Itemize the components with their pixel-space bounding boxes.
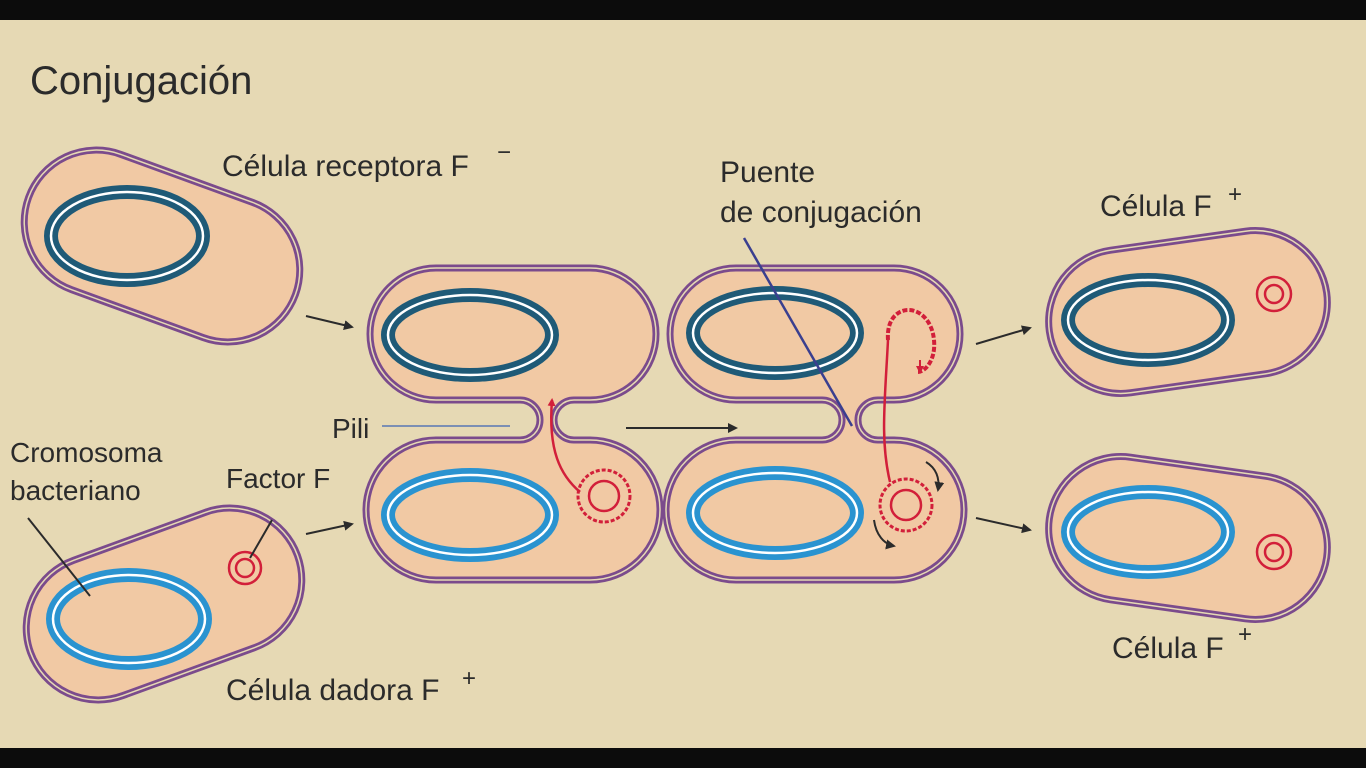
arrow-to-result-bottom: [975, 517, 1032, 534]
chromosome-label-line1: Cromosoma: [10, 437, 163, 468]
letterbox-top: [0, 0, 1366, 20]
result-top-plasmid: [1255, 275, 1293, 313]
result-top-sign: +: [1228, 181, 1242, 208]
mating-pair-1: [362, 264, 664, 584]
receptor-cell-label: Célula receptora F: [222, 150, 469, 183]
donor-plasmid: [227, 550, 263, 586]
pair2-plasmid-replication: [873, 308, 945, 550]
diagram-title: Conjugación: [30, 59, 252, 103]
pair2-donor-chromosome: [686, 466, 864, 560]
chromosome-label-line2: bacteriano: [10, 475, 141, 506]
result-cell-top: [1045, 227, 1331, 397]
arrow-to-result-top: [975, 325, 1032, 345]
bridge-label-line2: de conjugación: [720, 196, 922, 229]
mating-pair-2: [662, 264, 968, 584]
donor-cell-label: Célula dadora F: [226, 674, 439, 707]
result-bottom-label: Célula F: [1112, 632, 1224, 665]
arrow-donor-to-pair: [305, 520, 354, 535]
pili-label: Pili: [332, 413, 369, 444]
pair1-receptor-chromosome: [381, 288, 559, 382]
receptor-cell: [20, 146, 304, 346]
result-cell-bottom: [1045, 453, 1331, 623]
bridge-leader-line: [742, 237, 854, 427]
result-bottom-sign: +: [1238, 621, 1252, 648]
letterbox-bottom: [0, 748, 1366, 768]
chromosome-leader-line: [27, 517, 91, 597]
pair1-donor-chromosome: [381, 468, 559, 562]
factor-label: Factor F: [226, 463, 330, 494]
donor-sign: +: [462, 665, 476, 692]
result-bottom-plasmid: [1255, 533, 1293, 571]
receptor-sign: −: [497, 139, 511, 166]
bridge-label-line1: Puente: [720, 156, 815, 189]
arrow-receptor-to-pair: [305, 315, 354, 331]
factor-leader-line: [249, 519, 273, 559]
result-top-label: Célula F: [1100, 190, 1212, 223]
pair1-plasmid-transfer: [547, 398, 632, 524]
